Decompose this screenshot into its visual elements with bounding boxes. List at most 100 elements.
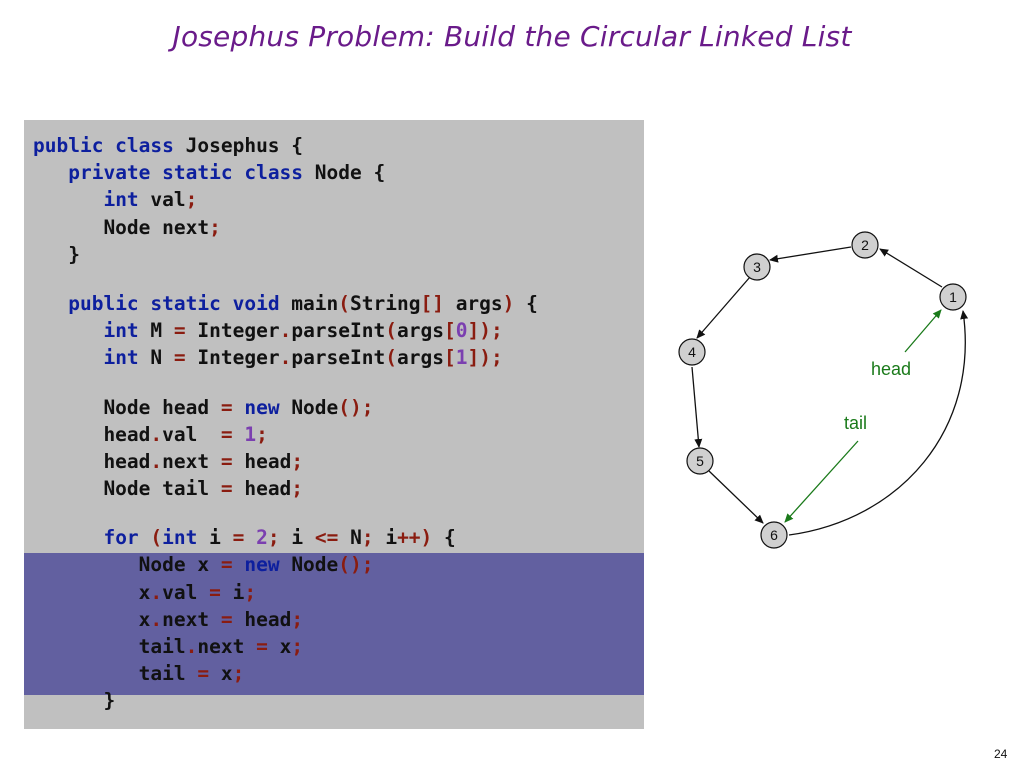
code-token: . <box>150 607 163 631</box>
code-token: i <box>220 580 245 604</box>
code-token: = <box>220 477 233 501</box>
code-token: main <box>291 291 339 315</box>
code-line: } <box>33 241 538 268</box>
code-line: Node next; <box>33 214 538 241</box>
code-token: Node { <box>314 161 386 185</box>
code-token: (); <box>338 395 374 419</box>
code-token: for <box>103 526 151 550</box>
code-token: int <box>103 319 151 343</box>
code-token: 0 <box>455 319 468 343</box>
code-line: int val; <box>33 186 538 213</box>
code-token: ; <box>256 422 268 446</box>
code-token: head <box>232 449 292 473</box>
code-token: Josephus { <box>185 134 304 157</box>
code-token: new <box>244 553 292 577</box>
code-token: val <box>162 422 221 446</box>
code-token: i <box>209 526 233 550</box>
code-token: [ <box>443 319 456 343</box>
code-token: Node head <box>33 395 221 419</box>
code-token: args <box>397 346 444 370</box>
code-token: x <box>267 635 292 658</box>
code-token: ; <box>185 188 198 212</box>
code-token: 1 <box>244 422 257 446</box>
pointer-arrows <box>784 309 942 523</box>
code-token: tail <box>33 635 186 658</box>
node-label: 3 <box>753 259 761 275</box>
list-edges <box>691 246 969 536</box>
list-node-6: 6 <box>760 521 788 549</box>
node-label: 1 <box>949 289 957 305</box>
node-circle <box>743 253 771 281</box>
code-token: . <box>150 449 163 473</box>
code-token: parseInt <box>291 346 386 370</box>
code-token: ; <box>291 477 304 501</box>
code-line: tail = x; <box>33 660 538 687</box>
slide-title: Josephus Problem: Build the Circular Lin… <box>172 20 852 53</box>
code-line: private static class Node { <box>33 159 538 186</box>
code-token: ( <box>338 291 351 315</box>
code-token: [] <box>420 291 444 315</box>
node-circle <box>686 447 714 475</box>
code-line: for (int i = 2; i <= N; i++) { <box>33 524 538 551</box>
code-line: int N = Integer.parseInt(args[1]); <box>33 344 538 371</box>
code-highlight <box>24 553 644 695</box>
code-token: = <box>220 553 233 577</box>
node-circle <box>678 338 706 366</box>
code-token: . <box>150 580 163 604</box>
code-token: ( <box>385 346 397 370</box>
code-token: ]); <box>467 319 503 343</box>
edge-1-2 <box>879 248 943 288</box>
edge-6-1 <box>788 310 969 536</box>
code-line: Node x = new Node(); <box>33 551 538 578</box>
node-label: 5 <box>696 453 704 469</box>
code-token: = <box>232 526 245 550</box>
code-token: Integer <box>185 346 280 370</box>
code-token: int <box>162 526 210 550</box>
code-token: head <box>232 607 292 631</box>
node-label: 6 <box>770 527 778 543</box>
code-token: private static class <box>68 161 315 185</box>
code-token: ) <box>502 291 515 315</box>
code-token: ; <box>232 662 245 686</box>
code-line: public class Josephus { <box>33 132 538 159</box>
code-token: Integer <box>185 319 280 343</box>
node-label: 2 <box>861 237 869 253</box>
code-line: Node head = new Node(); <box>33 394 538 421</box>
edge-2-3 <box>769 246 852 263</box>
code-token: Node next <box>33 215 210 239</box>
list-node-2: 2 <box>851 231 879 259</box>
code-token: <= <box>314 526 339 550</box>
code-token: ; <box>244 580 257 604</box>
code-token: x <box>209 662 233 686</box>
code-token: val <box>150 188 186 212</box>
node-circle <box>851 231 879 259</box>
edge-4-5 <box>691 366 703 448</box>
code-token: ( <box>150 526 163 550</box>
code-token: = <box>220 422 233 446</box>
code-token: int <box>103 346 151 370</box>
code-line: head.next = head; <box>33 448 538 475</box>
code-line: x.val = i; <box>33 579 538 606</box>
edge-5-6 <box>708 470 764 524</box>
code-token: 1 <box>455 346 468 370</box>
code-token: ; <box>291 607 304 631</box>
code-token: (); <box>338 553 374 577</box>
code-token: head <box>33 422 151 446</box>
code-token: } <box>33 242 80 266</box>
code-token: ; <box>267 526 280 550</box>
code-line: } <box>33 687 538 714</box>
code-token: args <box>397 319 444 343</box>
code-token: head <box>232 477 292 501</box>
code-token: next <box>162 607 221 631</box>
code-token: ++) <box>397 526 433 550</box>
node-circle <box>760 521 788 549</box>
code-token: ( <box>385 319 397 343</box>
code-token: next <box>197 635 257 658</box>
tail-label: tail <box>844 413 867 433</box>
code-token: int <box>103 188 151 212</box>
page-number: 24 <box>994 747 1008 761</box>
list-node-1: 1 <box>939 283 967 311</box>
code-token: ; <box>291 635 304 658</box>
